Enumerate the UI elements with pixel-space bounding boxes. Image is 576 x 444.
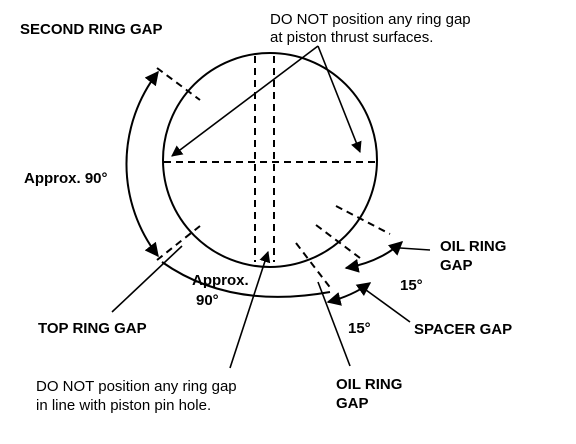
- oil-ring-gap-mark-bottom: [295, 242, 333, 291]
- approx-bottom-line1: Approx.: [192, 272, 249, 289]
- piston-outline: [162, 52, 378, 268]
- bottom-angle-arc: [161, 261, 331, 298]
- oil-ring-gap-bottom-line2: GAP: [336, 395, 369, 412]
- thrust-note-line1: DO NOT position any ring gap: [270, 11, 471, 28]
- second-ring-gap-label: SECOND RING GAP: [20, 21, 163, 38]
- pin-note-line2: in line with piston pin hole.: [36, 397, 211, 414]
- angle-lower-label: 15°: [348, 320, 371, 337]
- left-angle-arc: [125, 70, 159, 258]
- upper-15-arc: [344, 241, 404, 273]
- pin-note-line1: DO NOT position any ring gap: [36, 378, 237, 395]
- oil-ring-gap-bottom-line1: OIL RING: [336, 376, 402, 393]
- thrust-note-line2: at piston thrust surfaces.: [270, 29, 433, 46]
- oil-bottom-leader: [317, 281, 351, 367]
- second-ring-gap-mark: [156, 67, 201, 101]
- thrust-leader-left: [171, 45, 319, 157]
- spacer-gap-label: SPACER GAP: [414, 321, 512, 338]
- top-ring-gap-mark: [156, 225, 201, 261]
- oil-ring-gap-right-line1: OIL RING: [440, 238, 506, 255]
- lower-15-arc: [326, 282, 372, 306]
- spacer-gap-mark: [315, 224, 361, 259]
- spacer-leader: [365, 289, 411, 323]
- top-ring-gap-label: TOP RING GAP: [38, 320, 147, 337]
- top-ring-leader: [111, 245, 183, 313]
- approx-left-label: Approx. 90°: [24, 170, 108, 187]
- approx-bottom-line2: 90°: [196, 292, 219, 309]
- oil-ring-gap-right-line2: GAP: [440, 257, 473, 274]
- angle-upper-label: 15°: [400, 277, 423, 294]
- oil-right-leader: [399, 247, 431, 251]
- pin-leader: [229, 250, 271, 369]
- thrust-leader-right: [317, 45, 362, 154]
- oil-ring-gap-mark-right: [335, 205, 391, 235]
